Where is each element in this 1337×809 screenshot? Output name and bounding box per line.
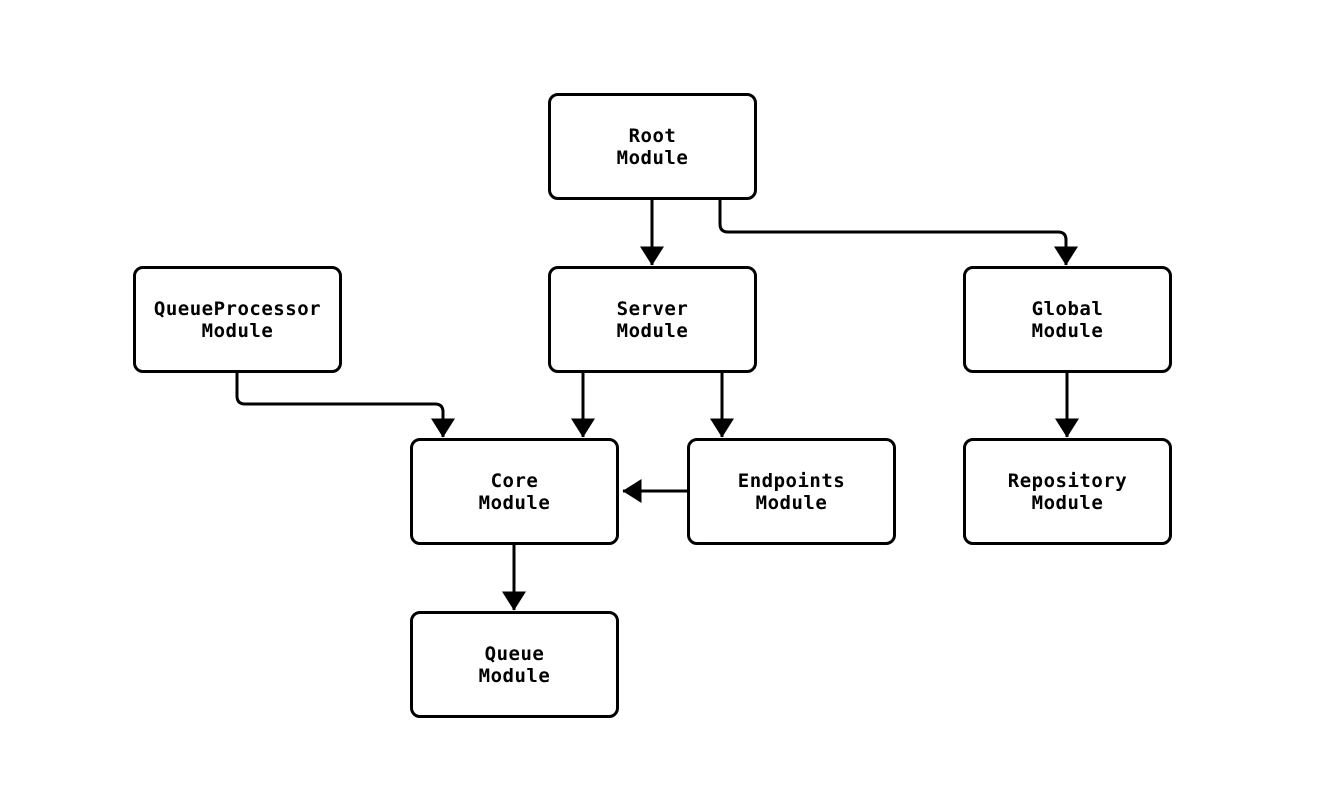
- node-label: Root Module: [616, 124, 689, 169]
- node-global-module: Global Module: [963, 266, 1172, 373]
- node-root-module: Root Module: [548, 93, 757, 200]
- node-label: Endpoints Module: [737, 469, 846, 514]
- node-repository-module: Repository Module: [963, 438, 1172, 545]
- node-label: Global Module: [1031, 297, 1104, 342]
- node-queue-module: Queue Module: [410, 611, 619, 718]
- node-server-module: Server Module: [548, 266, 757, 373]
- edge-queueprocessor-core: [235, 373, 455, 438]
- node-label: Repository Module: [1007, 469, 1128, 514]
- node-core-module: Core Module: [410, 438, 619, 545]
- edge-root-global: [718, 199, 1078, 266]
- node-label: Server Module: [616, 297, 689, 342]
- node-label: Core Module: [478, 469, 551, 514]
- node-endpoints-module: Endpoints Module: [687, 438, 896, 545]
- node-label: Queue Module: [478, 642, 551, 687]
- node-label: QueueProcessor Module: [153, 297, 322, 342]
- node-queueprocessor-module: QueueProcessor Module: [133, 266, 342, 373]
